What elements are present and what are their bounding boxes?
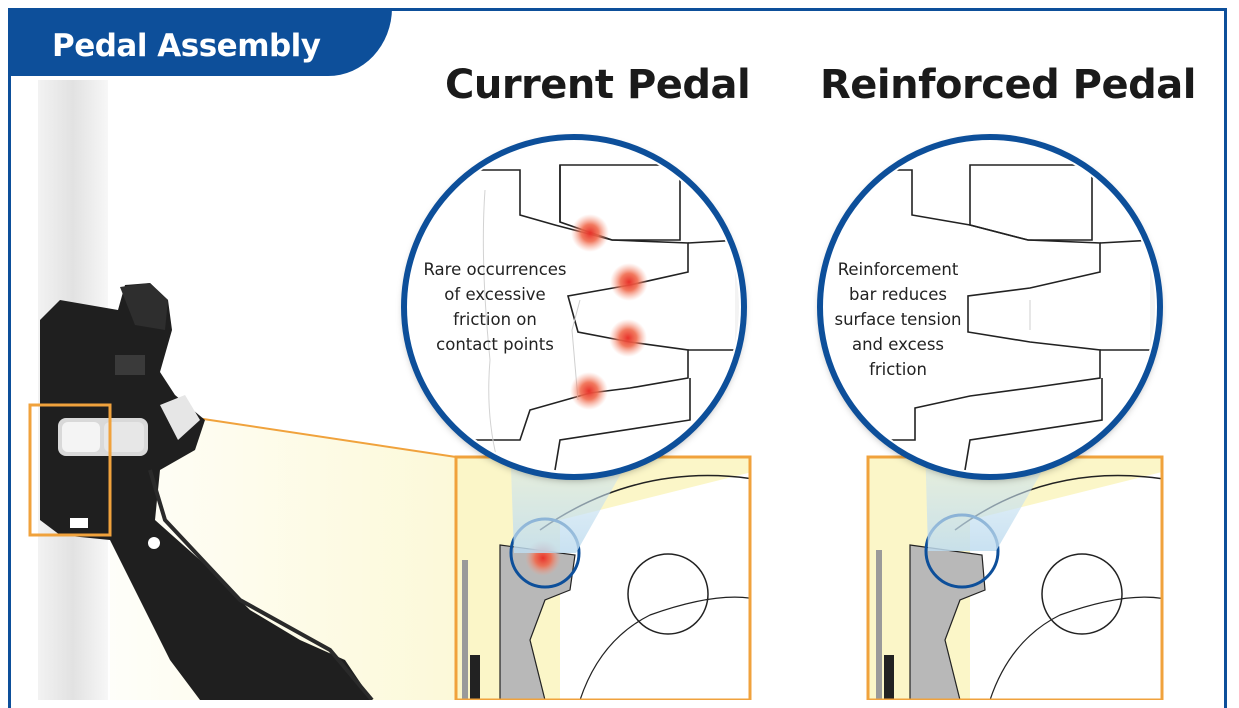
section-tab-label: Pedal Assembly <box>52 28 321 64</box>
reinforced-pedal-heading: Reinforced Pedal <box>820 62 1196 108</box>
callout-line: friction on <box>453 310 537 329</box>
pedal-highlight-box <box>28 403 112 537</box>
callout-line: Rare occurrences <box>423 260 567 279</box>
diagram-frame <box>8 8 1227 708</box>
callout-line: contact points <box>436 335 554 354</box>
current-pedal-heading: Current Pedal <box>445 62 751 108</box>
current-magnifier <box>401 134 747 480</box>
callout-line: and excess <box>851 335 945 354</box>
current-pedal-callout: Rare occurrences of excessive friction o… <box>415 257 575 357</box>
callout-line: Reinforcement <box>837 260 959 279</box>
callout-line: of excessive <box>444 285 546 304</box>
reinforced-magnifier <box>817 134 1163 480</box>
callout-line: friction <box>869 360 927 379</box>
reinforced-pedal-callout: Reinforcement bar reduces surface tensio… <box>818 257 978 382</box>
pedal-assembly-illustration <box>40 283 374 700</box>
callout-line: bar reduces <box>849 285 947 304</box>
callout-line: surface tension <box>834 310 962 329</box>
section-tab: Pedal Assembly <box>8 8 392 76</box>
